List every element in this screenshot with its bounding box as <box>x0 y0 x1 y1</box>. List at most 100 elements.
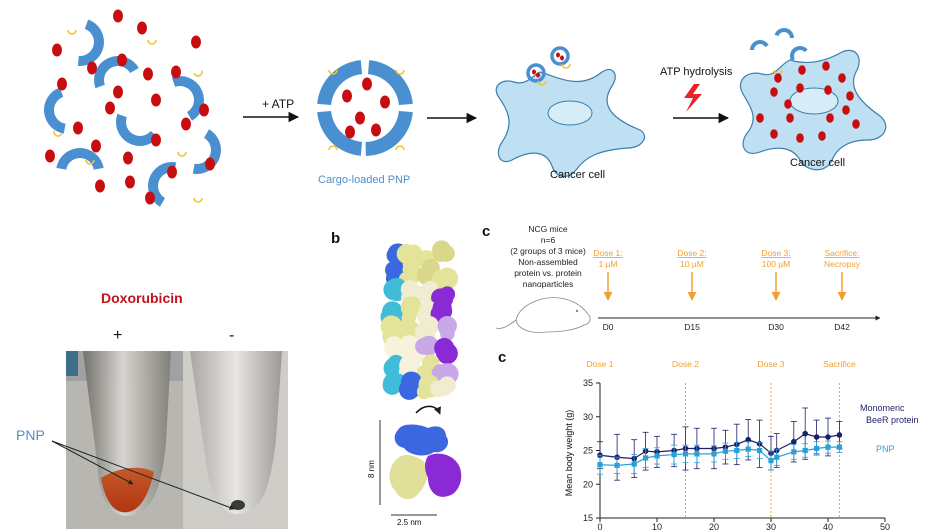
pnp-caption: Cargo-loaded PNP <box>318 174 410 186</box>
legend-monomeric-line2: BeeR protein <box>866 415 919 425</box>
cargo-molecule-icon <box>560 55 564 61</box>
cargo-molecule-icon <box>191 35 201 49</box>
cargo-molecule-icon <box>143 67 153 81</box>
shell-segment-icon <box>171 76 204 121</box>
surface-bead <box>400 298 421 318</box>
doxorubicin-liquid <box>101 467 154 513</box>
dose-day: D0 <box>603 322 614 332</box>
data-point <box>791 438 797 445</box>
cargo-molecule-icon <box>756 113 764 123</box>
y-tick-label: 25 <box>583 446 593 456</box>
cancer-cell-2-label: Cancer cell <box>790 157 845 169</box>
cargo-molecule-icon <box>822 61 830 71</box>
data-point <box>825 434 831 440</box>
cargo-molecule-icon <box>774 73 782 83</box>
surface-bead <box>436 268 455 288</box>
pnp-pellet <box>231 500 245 510</box>
dose-title: Dose 2: <box>677 248 706 258</box>
shell-segment-icon <box>365 110 413 156</box>
cargo-loaded-pnp-icon <box>317 60 413 156</box>
linker-icon <box>328 145 338 151</box>
shell-segment-icon <box>43 87 66 134</box>
surface-bead <box>434 302 453 321</box>
cargo-molecule-icon <box>770 129 778 139</box>
data-point <box>671 451 677 458</box>
cargo-molecule-icon <box>556 52 560 58</box>
structure-panel: b 8 nm 2.5 nm <box>331 230 462 527</box>
cargo-molecule-icon <box>818 131 826 141</box>
linker-icon <box>395 145 405 151</box>
surface-bead <box>417 337 435 355</box>
cargo-molecule-icon <box>824 85 832 95</box>
shell-segment-icon <box>367 60 413 106</box>
cargo-molecule-icon <box>371 123 381 137</box>
mice-info-line: n=6 <box>541 235 556 245</box>
legend-pnp: PNP <box>876 444 895 454</box>
cargo-molecule-icon <box>45 149 55 163</box>
x-tick-label: 50 <box>880 522 890 532</box>
cargo-molecule-icon <box>362 77 372 91</box>
chart-panel-letter: c <box>498 349 506 366</box>
height-scale-label: 8 nm <box>367 460 376 478</box>
dose-amount: 10 µM <box>680 259 704 269</box>
surface-bead <box>383 279 405 301</box>
shell-segment-icon <box>789 45 808 61</box>
cargo-molecule-icon <box>52 43 62 57</box>
cell-nucleus <box>547 100 593 126</box>
cargo-molecule-icon <box>786 113 794 123</box>
linker-icon <box>395 69 405 75</box>
mouse-outline-icon <box>495 297 591 333</box>
linker-icon <box>177 151 187 157</box>
cargo-molecule-icon <box>151 133 161 147</box>
data-point <box>836 444 842 450</box>
pnp-pointer-arrow <box>51 440 235 510</box>
data-point <box>694 451 700 457</box>
data-point <box>614 462 620 468</box>
cargo-molecule-icon <box>171 65 181 79</box>
atp-arrow: + ATP <box>243 97 300 123</box>
cargo-molecule-icon <box>532 69 536 75</box>
cargo-molecule-icon <box>838 73 846 83</box>
data-point <box>774 454 780 460</box>
atp-label: + ATP <box>262 97 294 111</box>
cargo-molecule-icon <box>205 157 215 171</box>
x-tick-label: 20 <box>709 522 719 532</box>
released-cargo <box>750 28 860 143</box>
cargo-molecule-icon <box>342 89 352 103</box>
pnp-pointer-arrow <box>51 440 134 485</box>
data-point <box>825 444 831 450</box>
cargo-molecule-icon <box>852 119 860 129</box>
shell-segment-icon <box>77 19 105 67</box>
cancer-cell-1 <box>495 46 645 177</box>
cargo-molecule-icon <box>355 111 365 125</box>
shell-segment-icon <box>317 60 363 106</box>
cargo-molecule-icon <box>380 95 390 109</box>
cargo-molecule-icon <box>846 91 854 101</box>
x-tick-label: 0 <box>597 522 602 532</box>
cargo-molecule-icon <box>796 133 804 143</box>
doxorubicin-title: Doxorubicin <box>101 290 183 306</box>
cargo-molecule-icon <box>105 101 115 115</box>
cargo-molecule-icon <box>117 53 127 67</box>
tube-photo-panel: Doxorubicin + - PNP <box>16 290 288 529</box>
cargo-molecule-icon <box>770 87 778 97</box>
data-point <box>813 434 820 440</box>
minus-sign: - <box>229 327 234 344</box>
cargo-molecule-icon <box>826 113 834 123</box>
mice-info-line: Non-assembled <box>518 257 578 267</box>
shell-segment-icon <box>94 56 139 89</box>
cargo-molecule-icon <box>123 151 133 165</box>
data-point <box>814 445 820 452</box>
linker-icon <box>147 39 157 45</box>
data-point <box>597 462 603 468</box>
hydrolysis-label: ATP hydrolysis <box>660 66 733 78</box>
data-point <box>722 448 728 454</box>
data-point <box>836 432 843 438</box>
cargo-molecule-icon <box>145 191 155 205</box>
mice-info-line: protein vs. protein <box>514 268 582 278</box>
linker-icon <box>85 159 95 165</box>
linker-icon <box>561 63 571 69</box>
